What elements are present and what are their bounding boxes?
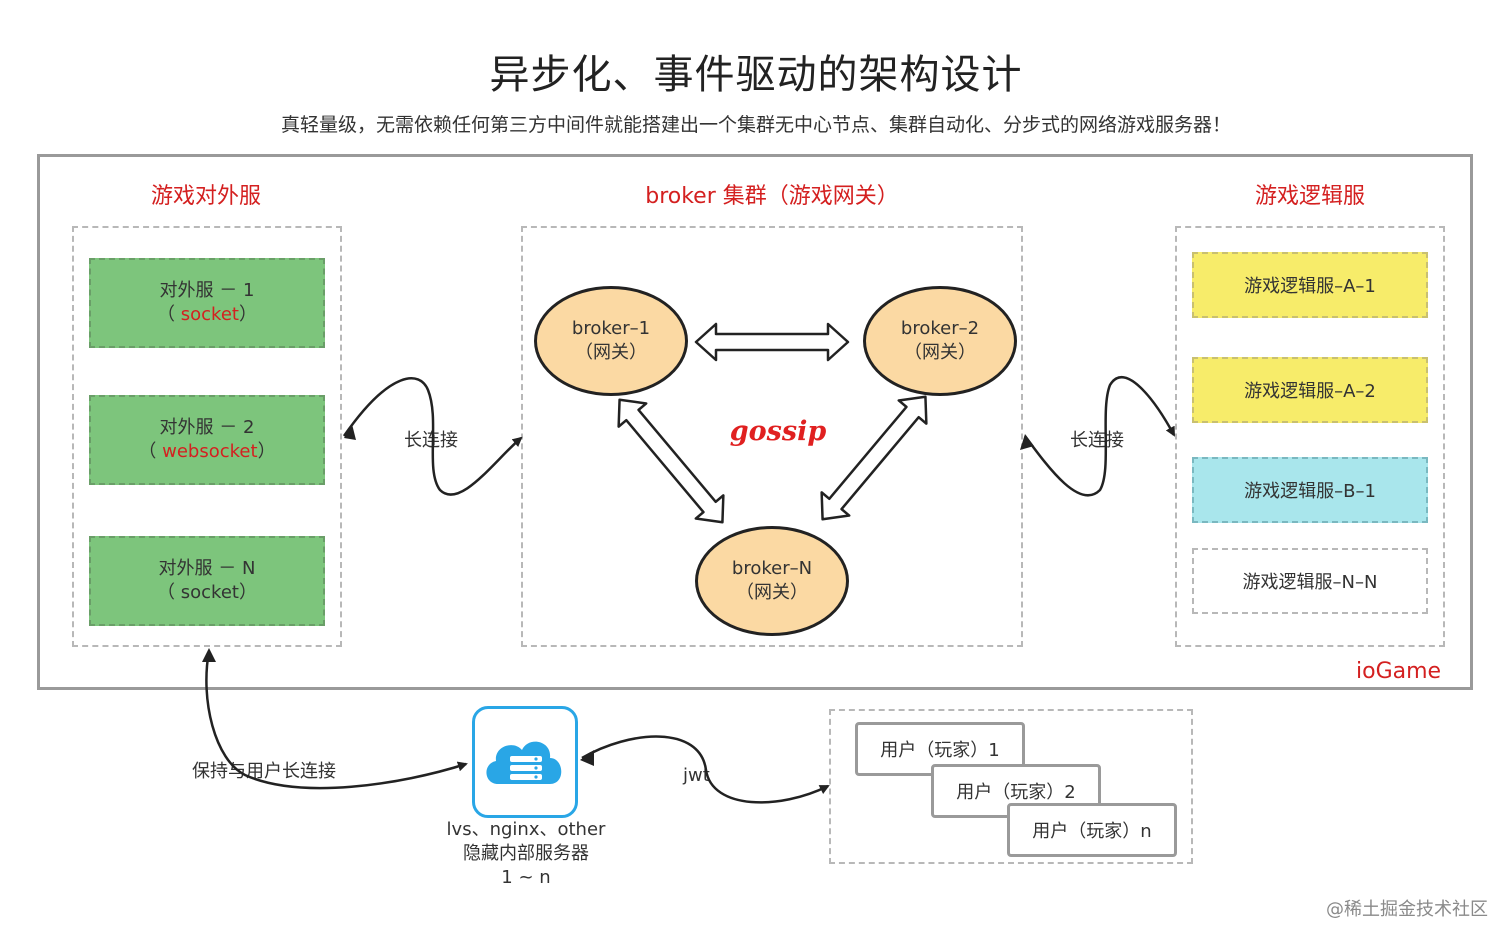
iogame-boundary [37,154,1473,690]
external-server-name: 对外服 － 1 [159,280,255,301]
client-connection-arrow [205,650,468,790]
external-server-1: 对外服 － 1 （ socket） [89,258,325,348]
diagram-subtitle: 真轻量级，无需依赖任何第三方中间件就能搭建出一个集群无中心节点、集群自动化、分步… [280,114,1231,136]
left-long-connection-label: 长连接 [404,430,458,451]
right-long-connection-label: 长连接 [1070,430,1124,451]
broker-node-n: broker–N （网关） [695,526,849,636]
users-group [829,709,1193,864]
broker-node-sub: （网关） [575,342,647,363]
user-card-n: 用户（玩家）n [1007,803,1177,857]
diagram-title: 异步化、事件驱动的架构设计 [489,52,1023,98]
external-heading: 游戏对外服 [150,184,261,209]
logic-server-a2: 游戏逻辑服–A–2 [1192,357,1428,423]
broker-1-n-arrow [617,398,725,524]
client-connection-label: 保持与用户长连接 [192,761,336,782]
external-server-n: 对外服 － N （ socket） [89,536,325,626]
logic-heading: 游戏逻辑服 [1254,184,1365,209]
left-long-connection-arrow [342,377,523,496]
broker-2-n-arrow [820,395,928,521]
iogame-label: ioGame [1356,659,1442,684]
broker-heading: broker 集群（游戏网关） [645,184,899,209]
broker-node-sub: （网关） [736,582,808,603]
external-server-protocol-line: （ websocket） [138,441,276,462]
broker-node-name: broker–N [731,558,813,579]
external-server-protocol: socket [180,304,239,325]
proxy-caption-line3: 1 ~ n [501,867,551,888]
proxy-caption-line2: 隐藏内部服务器 [463,843,589,864]
jwt-label: jwt [683,765,710,786]
external-server-protocol-line: （ socket） [157,582,257,603]
external-server-name: 对外服 － 2 [159,417,255,438]
broker-node-1: broker–1 （网关） [534,286,688,396]
external-server-protocol-line: （ socket） [157,304,257,325]
broker-1-2-arrow [694,322,850,362]
broker-group [521,226,1023,647]
logic-server-nn: 游戏逻辑服–N–N [1192,548,1428,614]
logic-server-a1: 游戏逻辑服–A–1 [1192,252,1428,318]
external-group [72,226,342,647]
external-server-name: 对外服 － N [158,558,256,579]
broker-node-2: broker–2 （网关） [863,286,1017,396]
cloud-server-icon [472,706,578,818]
jwt-arrow [581,735,830,804]
watermark: @稀土掘金技术社区 [1326,899,1488,920]
logic-group [1175,226,1445,647]
logic-server-b1: 游戏逻辑服–B–1 [1192,457,1428,523]
external-server-2: 对外服 － 2 （ websocket） [89,395,325,485]
gossip-label: gossip [729,416,827,447]
broker-node-name: broker–2 [900,318,980,339]
broker-node-sub: （网关） [904,342,976,363]
external-server-protocol: socket [180,582,239,603]
proxy-caption: lvs、nginx、other 隐藏内部服务器 1 ~ n [420,818,632,890]
right-long-connection-arrow [1023,376,1176,497]
external-server-protocol: websocket [162,441,258,462]
broker-node-name: broker–1 [571,318,651,339]
proxy-caption-line1: lvs、nginx、other [446,819,606,840]
